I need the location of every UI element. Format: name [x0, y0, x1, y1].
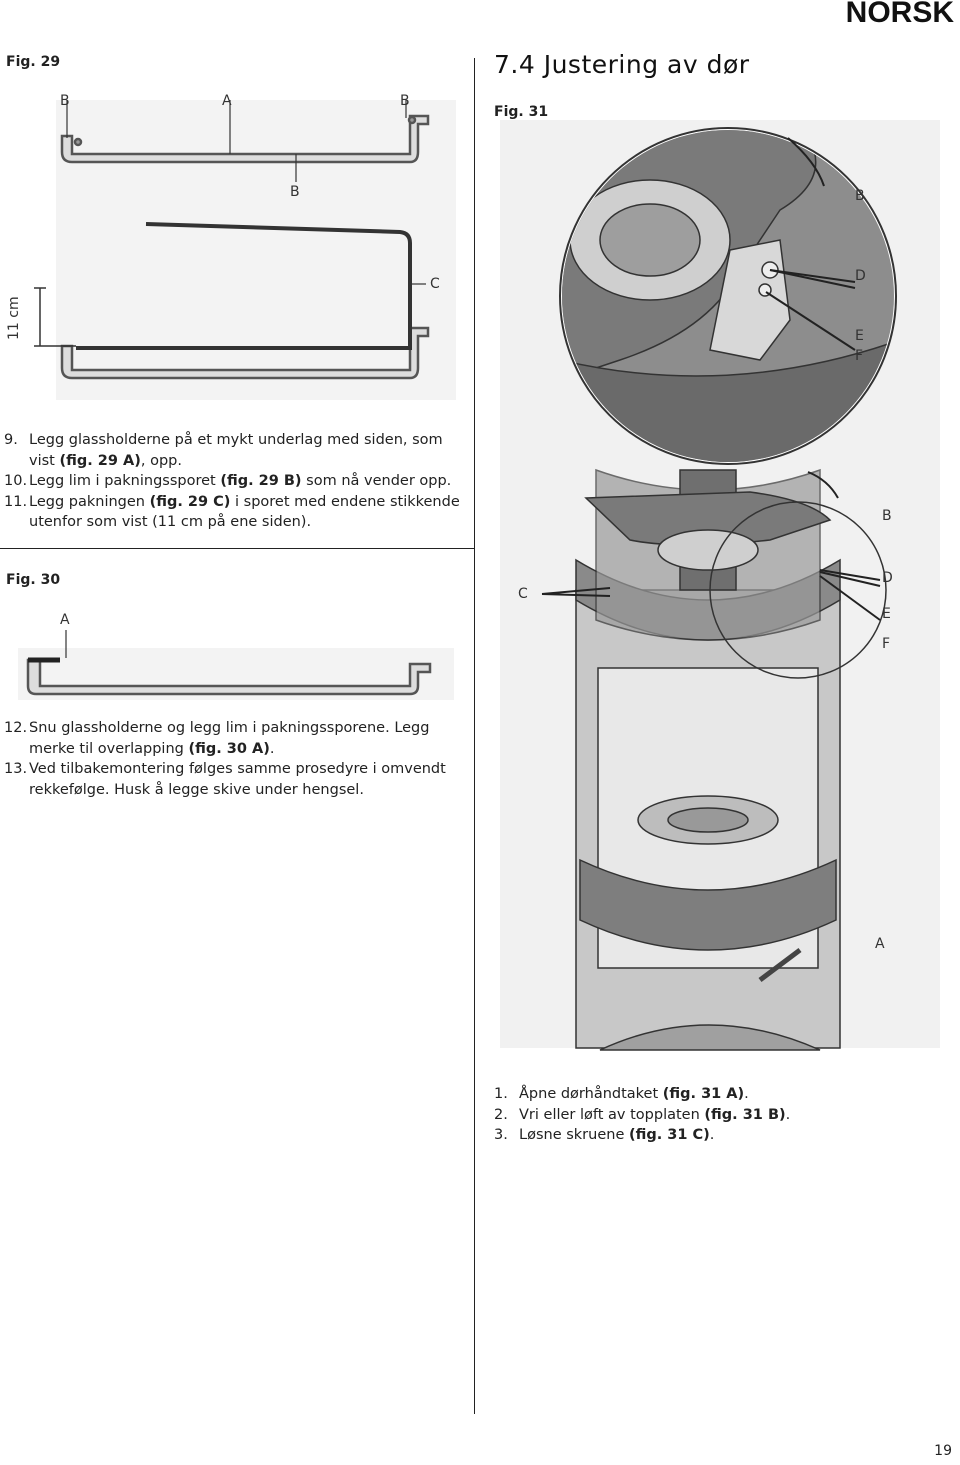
step-10: 10.Legg lim i pakningssporet (fig. 29 B)…: [4, 473, 452, 489]
fig30-illustration: [18, 630, 454, 700]
steps-list-b: 12.Snu glassholderne og legg lim i pakni…: [4, 718, 462, 800]
fig29-callout-a: A: [222, 93, 232, 109]
fig31-callout-f-top: F: [855, 348, 864, 364]
step-12: 12.Snu glassholderne og legg lim i pakni…: [4, 720, 430, 757]
fig31-callout-d-top: D: [855, 268, 866, 284]
fig30-callout-a: A: [60, 612, 70, 628]
language-tag: NORSK: [845, 0, 954, 29]
fig31-callout-a-bottom: A: [875, 936, 885, 952]
fig31-illustration: [500, 120, 940, 1051]
fig29-callout-b-middle: B: [290, 184, 300, 200]
fig29-illustration: [34, 100, 456, 400]
fig29-callout-c: C: [430, 276, 440, 292]
fig31-callout-d-mid: D: [882, 570, 893, 586]
fig31-label: Fig. 31: [494, 104, 549, 120]
fig29-dimension-label: 11 cm: [6, 296, 22, 340]
step-1: 1.Åpne dørhåndtaket (fig. 31 A).: [494, 1086, 749, 1102]
column-divider: [474, 58, 475, 1414]
fig31-callout-b-mid: B: [882, 508, 892, 524]
step-9: 9.Legg glassholderne på et mykt underlag…: [4, 432, 443, 469]
page-number: 19: [934, 1443, 952, 1459]
step-13: 13.Ved tilbakemontering følges samme pro…: [4, 761, 446, 798]
fig31-callout-e-mid: E: [882, 606, 891, 622]
fig31-callout-f-mid: F: [882, 636, 891, 652]
step-2: 2.Vri eller løft av topplaten (fig. 31 B…: [494, 1106, 791, 1123]
fig30-label: Fig. 30: [6, 572, 61, 588]
steps-list-a: 9.Legg glassholderne på et mykt underlag…: [4, 430, 462, 533]
fig29-callout-b-left: B: [60, 93, 70, 109]
fig31-callout-c-mid: C: [518, 586, 528, 602]
section-divider: [0, 548, 474, 549]
section-title: 7.4 Justering av dør: [494, 50, 750, 79]
step-3: 3.Løsne skruene (fig. 31 C).: [494, 1127, 715, 1143]
step-11: 11.Legg pakningen (fig. 29 C) i sporet m…: [4, 493, 460, 531]
fig31-callout-b-top: B: [855, 188, 865, 204]
fig29-callout-b-right: B: [400, 93, 410, 109]
fig31-callout-e-top: E: [855, 328, 864, 344]
steps-list-right: 1.Åpne dørhåndtaket (fig. 31 A). 2.Vri e…: [494, 1084, 944, 1146]
fig29-label: Fig. 29: [6, 54, 61, 70]
